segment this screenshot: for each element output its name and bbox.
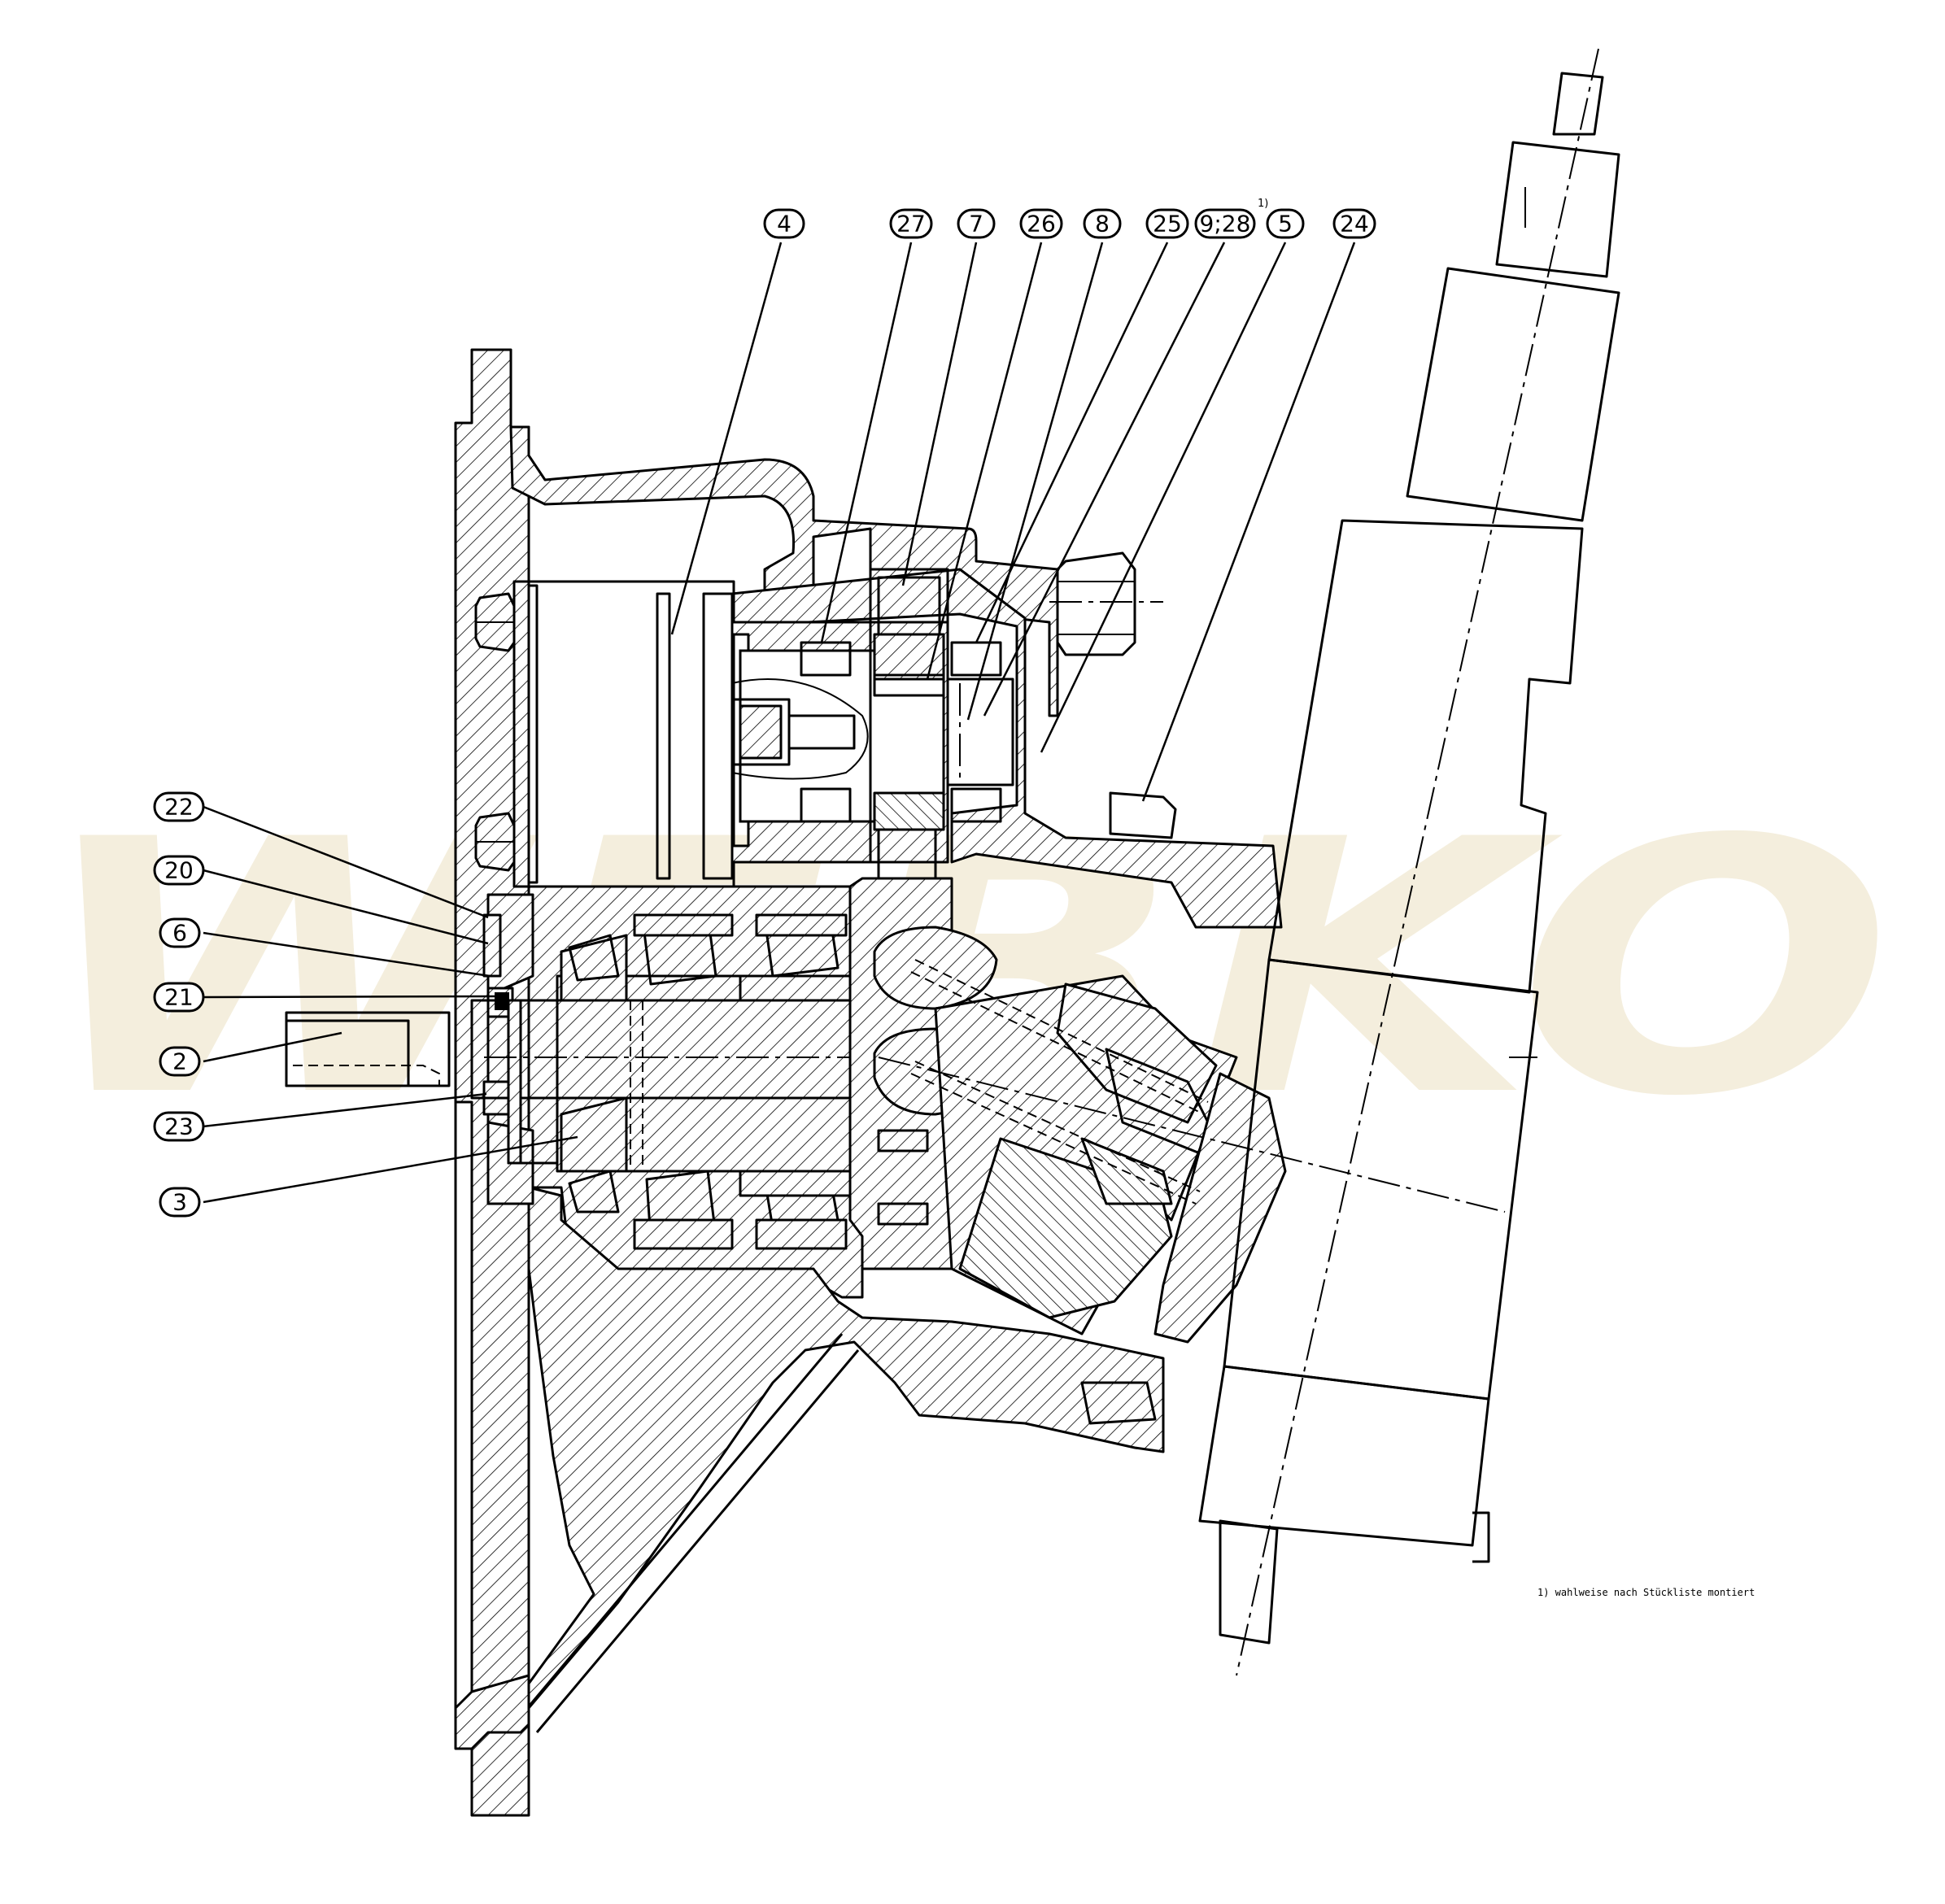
callout-26: 26 <box>1019 208 1063 239</box>
svg-text:9;28: 9;28 <box>1200 211 1251 237</box>
callout-25: 25 <box>1145 208 1189 239</box>
leader-lines <box>203 242 1356 1204</box>
svg-text:3: 3 <box>172 1189 187 1216</box>
callout-4: 4 <box>763 208 805 239</box>
svg-text:7: 7 <box>969 211 983 237</box>
svg-text:27: 27 <box>896 211 926 237</box>
svg-text:21: 21 <box>164 984 194 1011</box>
svg-text:8: 8 <box>1095 211 1110 237</box>
callout-20: 20 <box>153 855 205 886</box>
footnote-note: 1) wahlweise nach Stückliste montiert <box>1537 1587 1755 1598</box>
svg-text:22: 22 <box>164 794 194 821</box>
callout-7: 7 <box>957 208 996 239</box>
callout-22: 22 <box>153 791 205 822</box>
svg-text:20: 20 <box>164 857 194 884</box>
svg-text:2: 2 <box>172 1048 187 1075</box>
callout-24: 24 <box>1332 208 1376 239</box>
attached-unit <box>1198 48 1620 1676</box>
svg-text:5: 5 <box>1278 211 1293 237</box>
svg-text:25: 25 <box>1153 211 1182 237</box>
callout-9-28: 9;28 1) <box>1194 198 1268 239</box>
footnote-marker: 1) <box>1258 198 1268 210</box>
callout-21: 21 <box>153 982 205 1013</box>
callout-5: 5 <box>1266 208 1305 239</box>
svg-text:4: 4 <box>777 211 792 237</box>
callout-2: 2 <box>159 1046 201 1077</box>
gear-train <box>730 551 1177 892</box>
svg-text:23: 23 <box>164 1113 194 1140</box>
svg-text:6: 6 <box>172 920 187 947</box>
svg-text:26: 26 <box>1027 211 1056 237</box>
callout-6: 6 <box>159 917 201 948</box>
gear-pump <box>474 580 735 888</box>
callout-3: 3 <box>159 1187 201 1218</box>
callout-8: 8 <box>1083 208 1122 239</box>
callout-23: 23 <box>153 1111 205 1142</box>
callout-27: 27 <box>889 208 933 239</box>
main-shaft-assembly <box>285 893 870 1250</box>
svg-text:24: 24 <box>1340 211 1369 237</box>
rotating-group <box>848 877 1506 1425</box>
